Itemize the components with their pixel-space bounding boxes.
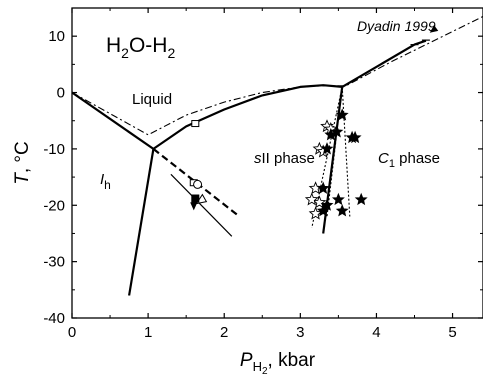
y-tick-label: -40 (43, 310, 65, 327)
plot-frame (71, 7, 483, 319)
y-tick-label: -20 (43, 197, 65, 214)
y-tick-label: -10 (43, 141, 65, 158)
series-line-solid (152, 84, 343, 150)
filled-star-marker (348, 130, 362, 144)
region-label-sII: sII phase (254, 150, 315, 167)
open-star-marker (304, 192, 319, 206)
system-label: H2O-H2 (106, 34, 175, 61)
x-tick-label: 1 (144, 324, 152, 341)
filled-star-marker (331, 192, 345, 206)
x-tick-label: 4 (372, 324, 380, 341)
x-axis-title: PH2, kbar (240, 350, 316, 377)
open-square-marker (191, 120, 200, 128)
filled-star-marker (320, 142, 334, 155)
filled-star-marker (354, 192, 368, 206)
x-tick-label: 2 (220, 324, 228, 341)
series-line-solid (341, 39, 427, 88)
series-line-dashdot (71, 16, 483, 136)
region-label-liquid: Liquid (132, 91, 172, 108)
region-label-c1: C1 phase (378, 150, 440, 170)
error-bar (414, 39, 427, 46)
open-circle-marker (193, 179, 203, 189)
series-line-dashed (152, 148, 241, 218)
y-tick-label: 10 (48, 28, 65, 45)
y-axis-title: T, °C (12, 141, 33, 185)
x-tick-label: 3 (296, 324, 304, 341)
filled-square-marker (191, 194, 200, 203)
x-tick-label: 0 (68, 324, 76, 341)
arrow-head (190, 202, 198, 211)
filled-star-marker (316, 181, 330, 194)
region-label-ice: Ih (100, 171, 111, 192)
open-star-marker (312, 195, 327, 209)
filled-star-marker (335, 204, 349, 217)
series-line-solid (128, 148, 155, 296)
open-star-marker (308, 206, 323, 220)
x-tick-label: 5 (448, 324, 456, 341)
arrow-head (429, 25, 439, 33)
series-line-dotted (326, 86, 343, 217)
filled-star-marker (316, 204, 330, 217)
filled-star-marker (335, 108, 349, 121)
series-line-dotted (341, 86, 351, 217)
filled-star-marker (324, 128, 338, 141)
series-line-solid (71, 91, 155, 150)
y-tick-label: -30 (43, 254, 65, 271)
reference-label: Dyadin 1999 (357, 18, 436, 34)
y-tick-label: 0 (57, 85, 65, 102)
series-line-solid-thin (170, 173, 233, 237)
